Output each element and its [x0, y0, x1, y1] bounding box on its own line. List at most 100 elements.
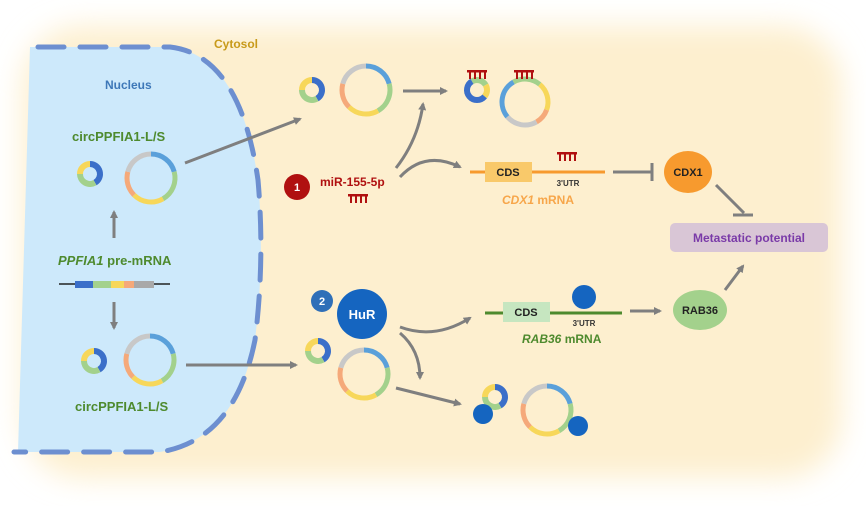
circ-top-label: circPPFIA1-L/S [72, 129, 166, 144]
mirna-tooth [531, 70, 533, 79]
circrna-segment [299, 89, 319, 103]
cdx1-protein[interactable] [664, 151, 712, 193]
pathway1-badge [284, 174, 310, 200]
pathway2-badge [311, 290, 333, 312]
circrna-segment [345, 389, 378, 401]
mirna-tooth [521, 70, 523, 79]
circrna-segment [499, 79, 515, 119]
mirna-backbone [348, 194, 368, 197]
metastatic-potential-box[interactable] [670, 223, 828, 252]
cdx1-cds-box [485, 162, 532, 182]
cdx1-inhibition [613, 163, 654, 181]
circrna-segment [89, 161, 103, 186]
circrna-segment [299, 77, 313, 91]
hur-bound-small-circ [473, 384, 508, 424]
circrna-segment [340, 63, 367, 85]
export-arrow-top [184, 117, 302, 165]
nucleus-region [18, 47, 261, 452]
circ-large-nucleus-bottom [123, 333, 177, 387]
rab36-cds-box [503, 302, 550, 322]
premrna-exons [59, 281, 170, 288]
mirna-tooth [479, 70, 481, 79]
circrna-segment [161, 171, 178, 201]
mirna-backbone [467, 70, 487, 73]
circrna-segment [337, 367, 349, 393]
circrna-segment [520, 403, 532, 429]
pathway2-badge-number: 2 [319, 296, 325, 308]
cdx1-mirna-bound [557, 152, 577, 161]
circrna-segment [160, 353, 177, 383]
circrna-segment [124, 333, 151, 355]
circrna-segment [557, 403, 574, 433]
hur-label: HuR [349, 307, 376, 322]
mirna-tooth [516, 70, 518, 79]
cdx1-utr-label: 3'UTR [557, 179, 580, 188]
circrna-segment [305, 350, 325, 364]
rab36-utr-label: 3'UTR [573, 319, 596, 328]
circrna-segment [363, 347, 390, 369]
circrna-segment [376, 83, 393, 113]
nuclear-envelope [11, 44, 264, 455]
mirna-tooth [355, 194, 357, 203]
circrna-segment [365, 63, 392, 85]
rab36-protein[interactable] [673, 290, 727, 330]
circrna-segment [77, 173, 97, 187]
mirna-tooth [474, 70, 476, 79]
circrna-segment [464, 78, 487, 103]
mirna-backbone [557, 152, 577, 155]
circrna-segment [538, 82, 551, 111]
circrna-segment [150, 151, 177, 173]
circrna-segment [311, 77, 325, 102]
premrna-label: PPFIA1 pre-mRNA [58, 253, 172, 268]
cytosol-label: Cytosol [214, 37, 258, 51]
rab36-metastasis-arrow [723, 264, 745, 291]
rab36-cds-label: CDS [514, 307, 537, 319]
mirna-tooth [365, 194, 367, 203]
mirna-tooth [569, 152, 571, 161]
mirna-tooth [574, 152, 576, 161]
cdx1-mrna-label: CDX1 mRNA [502, 193, 574, 207]
circrna-segment [125, 151, 152, 173]
circ-small-cytosol-bottom [305, 338, 331, 364]
cdx1-protein-label: CDX1 [673, 167, 702, 179]
circ-small-nucleus-top [77, 161, 103, 187]
circrna-segment [505, 115, 538, 128]
circrna-segment [470, 77, 489, 87]
circrna-segment [347, 105, 380, 117]
mirna-tooth [484, 70, 486, 79]
circ-small-nucleus-bottom [81, 348, 107, 374]
circ-large-nucleus-top [124, 151, 178, 205]
circrna-segment [374, 367, 391, 397]
circrna-segment [338, 347, 365, 369]
hur-to-circ-arrow [399, 331, 424, 380]
circrna-segment [482, 83, 490, 99]
circrna-segment [528, 425, 561, 437]
circrna-segment [535, 108, 549, 125]
mirna-tooth [350, 194, 352, 203]
circ-small-cytosol-top [299, 77, 325, 103]
rab36-protein-label: RAB36 [682, 305, 718, 317]
mirna-sponged-small [464, 70, 490, 103]
mirna-tooth [559, 152, 561, 161]
circrna-segment [339, 83, 351, 109]
mirna-target-arrow [398, 159, 462, 179]
hur-bound-large-circ [520, 383, 588, 437]
circrna-segment [81, 360, 101, 374]
circrna-segment [317, 338, 331, 363]
circrna-segment [132, 193, 165, 205]
hur-to-rab36-arrow [399, 316, 472, 334]
circ-large-cytosol-bottom [337, 347, 391, 401]
hur-protein[interactable] [337, 289, 387, 339]
circ-large-cytosol-top [339, 63, 393, 117]
rab36-hur-bound [572, 285, 596, 309]
circrna-segment [482, 396, 502, 410]
mirna-binding-arrow [394, 102, 427, 169]
mirna-sponged-large [499, 70, 551, 128]
mirna-tooth [360, 194, 362, 203]
circrna-segment [81, 348, 95, 362]
cdx1-cds-label: CDS [496, 167, 519, 179]
circrna-segment [494, 384, 508, 409]
mirna-label: miR-155-5p [320, 175, 385, 189]
circrna-segment [131, 375, 164, 387]
